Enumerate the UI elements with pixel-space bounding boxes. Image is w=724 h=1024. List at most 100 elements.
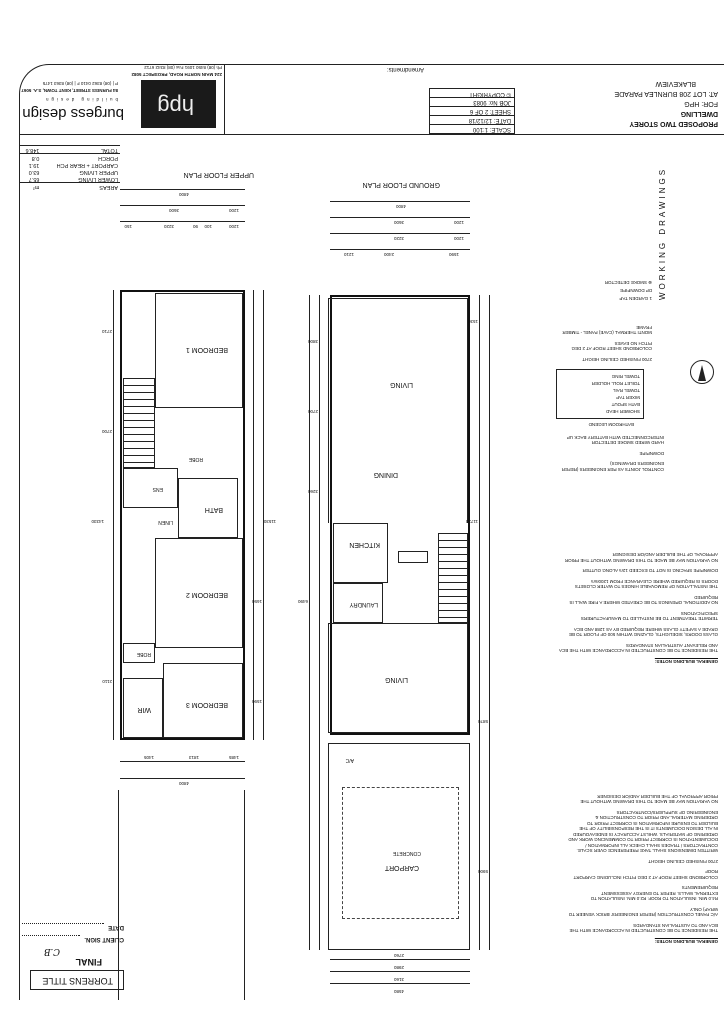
torrens-title-box: TORRENS TITLE bbox=[30, 970, 124, 990]
label-text: 3260 bbox=[307, 489, 318, 494]
torrens-title: TORRENS TITLE bbox=[42, 976, 113, 986]
note: GLASS DOORS, SIDELIGHTS, GLAZING WITHIN … bbox=[568, 627, 718, 638]
legend-roof-notes: 2700 FINISHED CEILING HEIGHT COLORBOND S… bbox=[560, 320, 652, 362]
drawing-line bbox=[319, 295, 320, 950]
label-text: 2700 FINISHED CEILING HEIGHT bbox=[582, 357, 652, 362]
drawing-line bbox=[263, 290, 264, 740]
label-text: 65.7 bbox=[28, 176, 40, 182]
room-label: LIVING bbox=[390, 381, 413, 388]
label-text: 0.8 bbox=[31, 155, 40, 161]
room-label: A/C bbox=[345, 757, 354, 763]
label-text: 150 bbox=[124, 224, 132, 229]
room-label: LINEN bbox=[158, 519, 173, 525]
label-text: MIXER TAP bbox=[616, 395, 640, 400]
room-label: KITCHEN bbox=[349, 541, 380, 548]
label-text: 2 OF 6 bbox=[469, 108, 489, 114]
label-text: 3600 bbox=[393, 220, 404, 225]
drawing-line: SCALE: 1:100 DATE: 12/12/18 SHEET: 2 OF … bbox=[429, 89, 515, 135]
firm-block: hpg 224 MAIN NORTH ROAD, PROSPECT 5082 P… bbox=[19, 64, 225, 134]
room-label: BATH bbox=[204, 506, 223, 513]
room-label: DINING bbox=[373, 471, 399, 478]
label-text: 5870 bbox=[477, 719, 488, 724]
note: NO VARIATION MAY BE MADE TO THIS DRAWING… bbox=[564, 552, 718, 564]
label-text: 2710 bbox=[101, 329, 112, 334]
label-text: TOTAL bbox=[100, 147, 118, 153]
label-text: DOWNPIPE bbox=[620, 288, 645, 293]
drawing-line: SCALE: 1:100 DATE: 12/12/18 SHEET: 2 OF … bbox=[429, 89, 515, 134]
label-text: DOWNPIPE bbox=[639, 451, 664, 456]
kitchen-island bbox=[398, 551, 428, 563]
label-text: 9083 bbox=[473, 99, 487, 105]
project-for: FOR: HPG bbox=[608, 98, 718, 108]
room-label: CONCRETE bbox=[392, 850, 421, 856]
room-ens bbox=[123, 468, 178, 508]
drawing-line bbox=[120, 221, 245, 222]
label-text: 3160 bbox=[393, 977, 404, 982]
label-text: 3220 bbox=[163, 224, 174, 229]
room-label: BEDROOM 3 bbox=[185, 701, 228, 708]
label-text: 4580 bbox=[393, 989, 404, 994]
job-cell: JOB No: 9083 bbox=[429, 97, 515, 107]
label-text: 1200 bbox=[228, 224, 239, 229]
note: THE RESIDENCE TO BE CONSTRUCTED IN ACCOR… bbox=[559, 643, 718, 654]
drawing-line bbox=[120, 189, 245, 190]
label-text: 148.6 bbox=[25, 147, 40, 153]
label-text: MONTI THERMAL (CAVE) PANEL - TIMBER FRAM… bbox=[562, 325, 652, 336]
drawing-line: SCALE: 1:100 bbox=[429, 124, 515, 134]
drawing-line bbox=[330, 249, 470, 250]
label-text: 4800 bbox=[395, 204, 406, 209]
firm-address: 84 FURNISS STREET, KENT TOWN, S.A. 5067 bbox=[21, 88, 118, 93]
label-text: FOR: bbox=[701, 100, 718, 107]
room-label: ROBE bbox=[136, 651, 151, 657]
areas-unit: m² bbox=[32, 184, 40, 190]
drawing-line bbox=[120, 205, 245, 206]
working-drawings-label: WORKING DRAWINGS bbox=[658, 166, 667, 300]
legend-item: 1 GARDEN TAP bbox=[560, 294, 652, 302]
firm-phone: P | (08) 8362 0410 F | (08) 8363 1475 bbox=[42, 81, 118, 86]
label-text: 11530 bbox=[263, 519, 276, 524]
label-text: AT: bbox=[708, 90, 718, 97]
label-text: CONTROL JOINTS AS PER ENGINEERS (REFER E… bbox=[561, 461, 664, 473]
room-label: LAUNDRY bbox=[349, 601, 378, 607]
label-text: 3220 bbox=[393, 236, 404, 241]
drawing-line bbox=[489, 295, 490, 950]
room-label: WIR bbox=[137, 706, 151, 713]
legend-symbols: 1 GARDEN TAP DP DOWNPIPE ⊗ SMOKE DETECTO… bbox=[560, 278, 652, 302]
room-label: CARPORT bbox=[384, 864, 419, 871]
room-label: LIVING bbox=[385, 676, 408, 683]
label-text: 1200 bbox=[228, 208, 239, 213]
label-text: 4800 bbox=[178, 781, 189, 786]
label-text: UPPER LIVING bbox=[79, 169, 118, 175]
date-label: DATE bbox=[108, 924, 124, 930]
label-text: HPG bbox=[684, 100, 700, 107]
north-arrow bbox=[690, 360, 714, 384]
drawing-line bbox=[330, 217, 470, 218]
room-label: ROBE bbox=[188, 456, 203, 462]
drawing-line bbox=[120, 778, 245, 779]
date-cell: DATE: 12/12/18 bbox=[429, 115, 515, 125]
amendments-label: Amendments: bbox=[386, 66, 424, 72]
builder-logo-text: hpg bbox=[157, 94, 194, 119]
label-text: 90 bbox=[192, 224, 198, 229]
label-text: SHOWER HEAD bbox=[605, 409, 640, 414]
drawing-line: SHEET: 2 OF 6 bbox=[429, 106, 515, 116]
label-text: 2760 bbox=[393, 953, 404, 958]
label-text: 1200 bbox=[453, 236, 464, 241]
label-text: 1590 bbox=[448, 252, 459, 257]
label-text: LOT 208 BURNLEA PARADE bbox=[614, 90, 707, 97]
area-total-row: TOTAL 148.6 bbox=[20, 145, 120, 154]
bathroom-legend: SHOWER HEAD BATH SPOUT MIXER TAP TOWEL R… bbox=[556, 369, 644, 419]
drawing-line bbox=[330, 971, 470, 972]
note: WRITTEN DIMENSIONS SHALL TAKE PREFERENCE… bbox=[568, 810, 718, 854]
project-title: PROPOSED TWO STOREY DWELLING bbox=[629, 110, 718, 127]
label-text: 3600 bbox=[168, 208, 179, 213]
label-text: 1200 bbox=[453, 220, 464, 225]
room-dining-living bbox=[328, 298, 468, 523]
legend-misc: CONTROL JOINTS AS PER ENGINEERS (REFER E… bbox=[554, 430, 664, 473]
label-text: PORCH bbox=[98, 155, 118, 161]
